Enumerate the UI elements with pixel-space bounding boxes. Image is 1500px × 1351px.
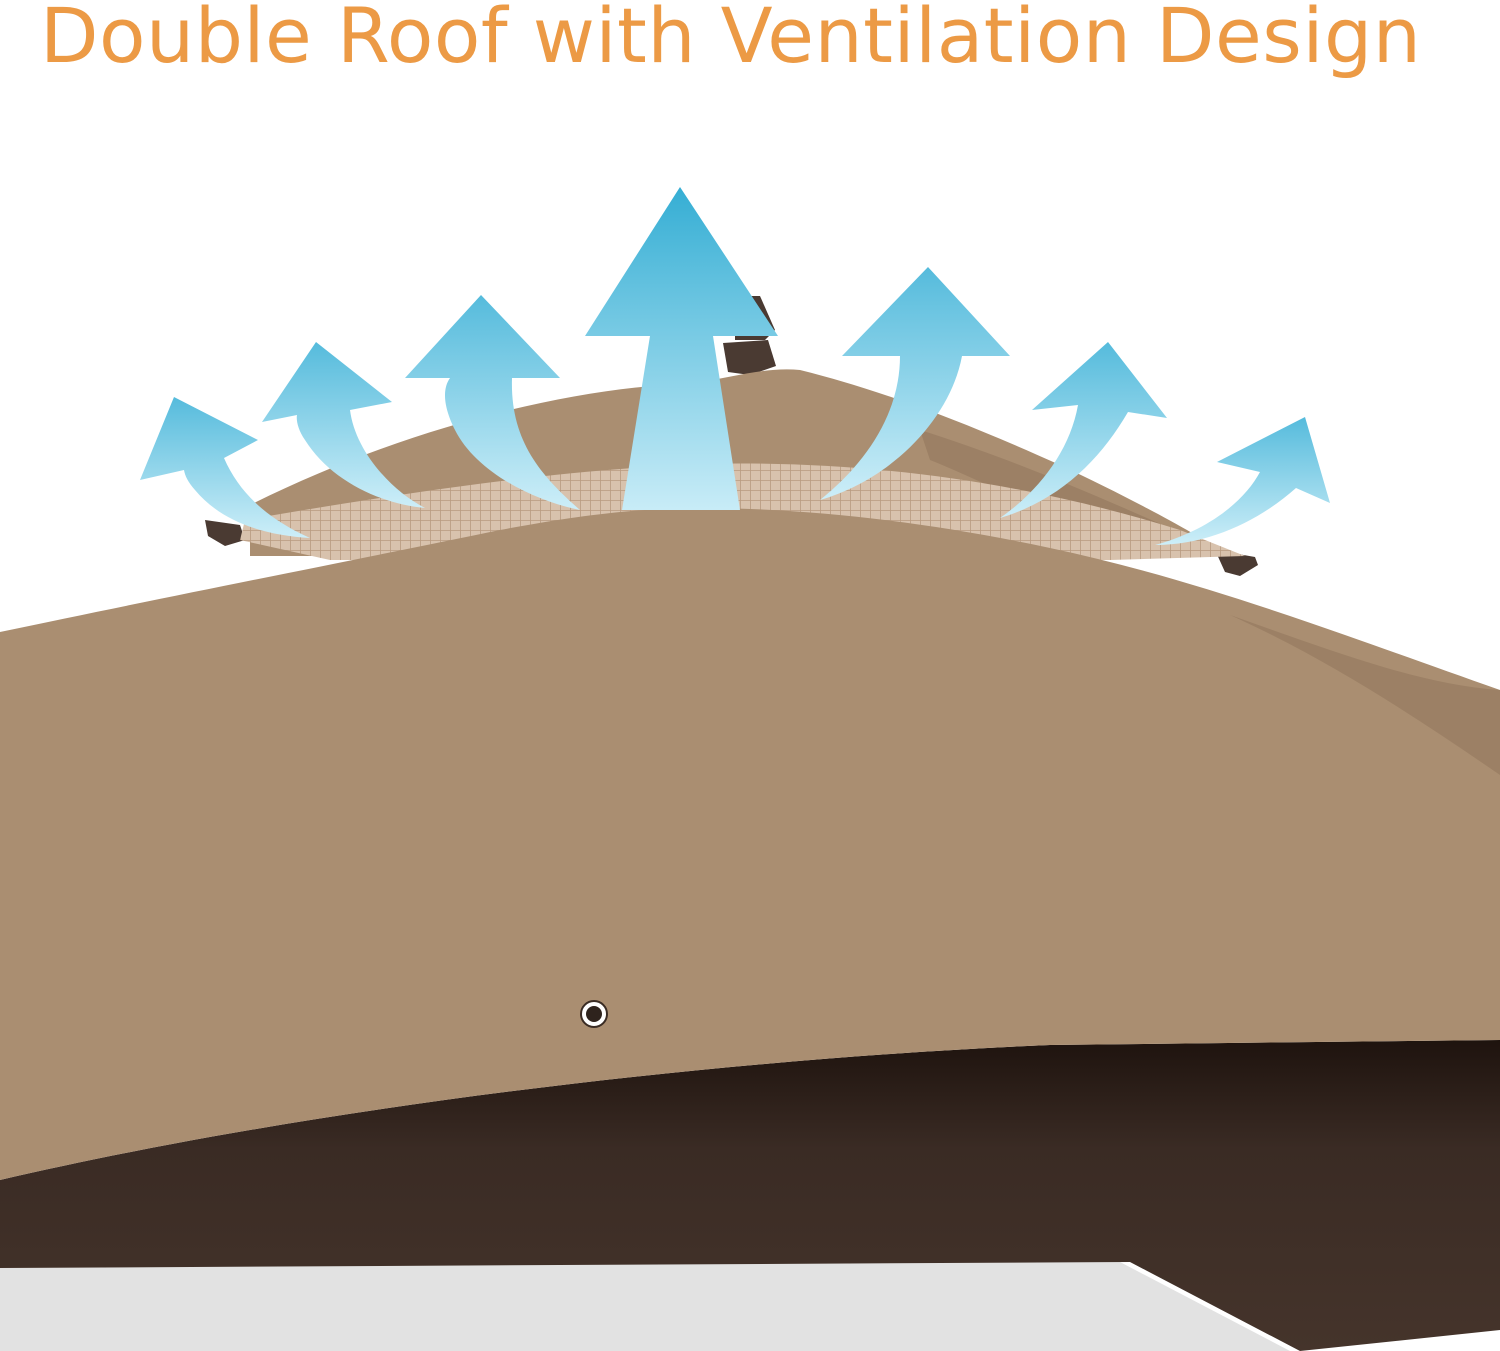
canopy-underside <box>0 1040 1500 1351</box>
arrow-up-icon <box>1155 417 1330 545</box>
arrow-up-icon <box>820 267 1010 500</box>
arrow-up-icon <box>585 187 778 510</box>
arrow-up-icon <box>140 397 310 538</box>
roof-finial <box>723 340 776 375</box>
airflow-arrows <box>140 187 1330 545</box>
lower-roof-canopy <box>0 508 1500 1180</box>
left-frame-bracket <box>205 520 245 546</box>
arrow-up-icon <box>405 295 580 510</box>
arrow-up-icon <box>1000 342 1167 518</box>
roof-edge-shade <box>1230 615 1500 775</box>
ground-floor <box>0 1262 1290 1351</box>
headline-title: Double Roof with Ventilation Design <box>40 0 1422 80</box>
arrow-up-icon <box>262 342 425 508</box>
